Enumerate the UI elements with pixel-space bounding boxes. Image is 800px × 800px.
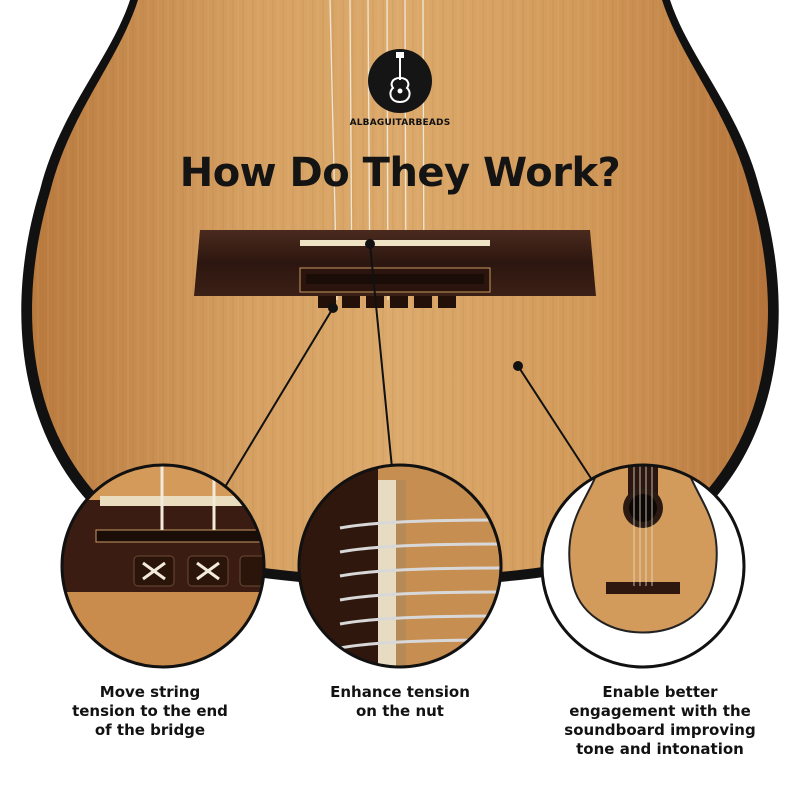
caption-line: tension to the end (72, 702, 228, 720)
caption-line: Move string (99, 683, 201, 701)
caption-line: Enable better (602, 683, 718, 701)
caption-line: engagement with the (569, 702, 751, 720)
page-title: How Do They Work? (179, 150, 621, 196)
caption-line: tone and intonation (576, 740, 744, 758)
callout-saddle-caption: Enhance tension on the nut (295, 683, 505, 721)
pointer-dot-soundboard (513, 361, 523, 371)
pointer-dot-bridge (328, 303, 338, 313)
caption-line: of the bridge (94, 721, 206, 739)
caption-line: Enhance tension (330, 683, 470, 701)
pointer-dot-saddle (365, 239, 375, 249)
guitar-bridge (194, 230, 596, 308)
guitar-icon (389, 52, 411, 104)
guitar-body (21, 0, 779, 587)
callout-soundboard-caption: Enable better engagement with the soundb… (535, 683, 785, 759)
brand-logo (368, 49, 432, 113)
saddle-closeup (297, 463, 503, 669)
caption-line: on the nut (356, 702, 444, 720)
callout-bridge-caption: Move string tension to the end of the br… (40, 683, 260, 740)
full-guitar-thumbnail (540, 463, 746, 669)
pointer-lines (221, 243, 597, 493)
brand-name: ALBAGUITARBEADS (349, 118, 451, 128)
caption-line: soundboard improving (564, 721, 756, 739)
